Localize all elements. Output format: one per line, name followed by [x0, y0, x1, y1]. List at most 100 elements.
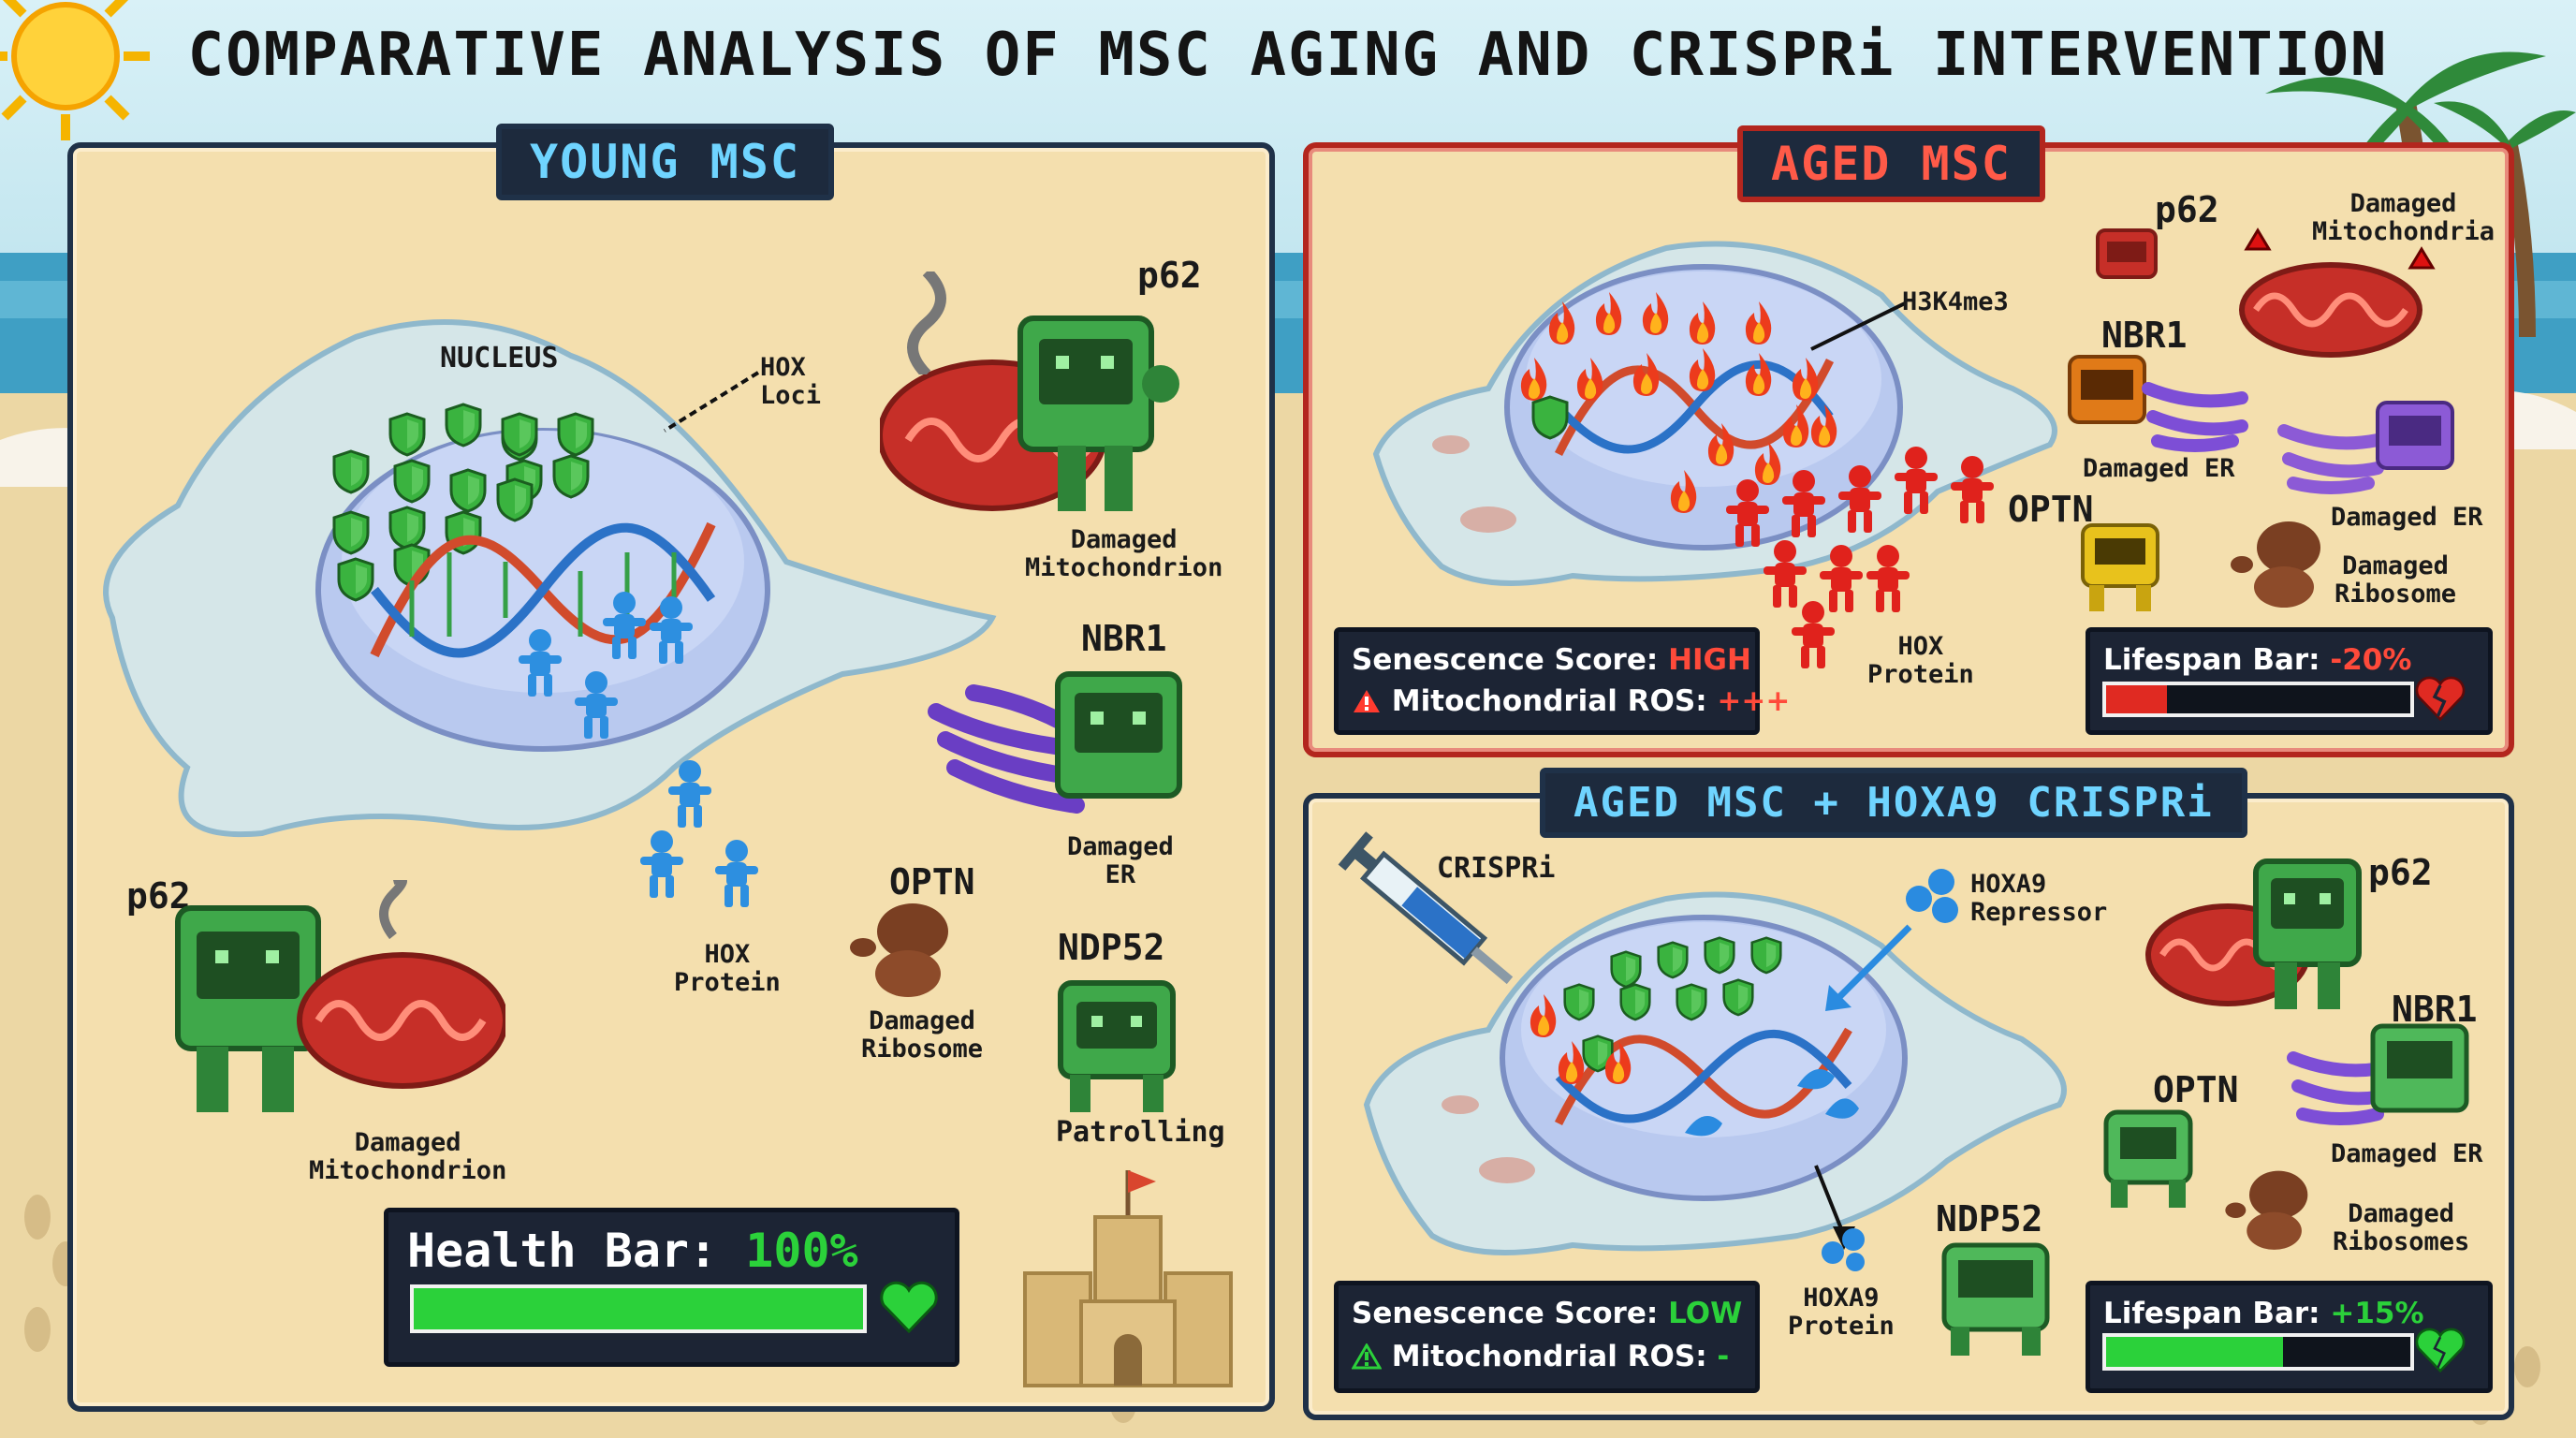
- flame-icon: [1689, 301, 1716, 345]
- optn-label-crispri: OPTN: [2153, 1069, 2239, 1110]
- flame-icon: [1782, 404, 1809, 448]
- senescence-value-aged: HIGH: [1668, 643, 1751, 677]
- flame-icon: [1530, 994, 1557, 1037]
- shield-icon-aged: [1531, 395, 1569, 440]
- flame-icon: [1604, 1041, 1632, 1084]
- ros-label-aged: Mitochondrial ROS:: [1391, 684, 1718, 718]
- hox-protein-figure: [650, 596, 693, 664]
- shield-icon: [332, 510, 370, 555]
- p62-label-top: p62: [1137, 255, 1202, 296]
- dna-icon: [370, 521, 716, 658]
- hox-protein-figure: [640, 830, 683, 898]
- flame-icon: [1745, 353, 1772, 396]
- damaged-ribosome-icon-crispri: [2225, 1170, 2308, 1250]
- hox-protein-figure: [1895, 447, 1938, 514]
- hox-protein-figure: [1866, 545, 1910, 612]
- crispri-cell: [1363, 891, 2067, 1255]
- shield-icon: [445, 403, 482, 448]
- warning-icon-green: [1351, 1343, 1383, 1370]
- smoke-icon: [907, 271, 946, 374]
- hox-protein-figure: [1782, 470, 1825, 537]
- broken-heart-icon: [2415, 676, 2466, 721]
- health-bar-fill: [414, 1288, 863, 1329]
- flame-icon: [1558, 1041, 1585, 1084]
- ros-value-crispri: -: [1717, 1340, 1730, 1373]
- aged-senescence-panel: Senescence Score: HIGH Mitochondrial ROS…: [1334, 627, 1790, 735]
- syringe-icon: [1338, 831, 1514, 985]
- crispri-label: CRISPRi: [1437, 852, 1556, 885]
- patrolling-label: Patrolling: [1056, 1116, 1225, 1149]
- p62-robot-top: [880, 315, 1179, 511]
- repressor-arrow: [1825, 924, 1912, 1011]
- flame-icon: [1642, 292, 1669, 335]
- mending-heart-icon: [2415, 1328, 2466, 1372]
- p62-small-robot-aged: [2096, 228, 2158, 279]
- hox-protein-figure: [1792, 601, 1835, 668]
- young-msc-tag: YOUNG MSC: [496, 124, 834, 200]
- shield-icon: [1704, 936, 1735, 975]
- damaged-er-label-crispri: Damaged ER: [2331, 1139, 2483, 1168]
- nbr1-label-aged: NBR1: [2101, 315, 2188, 356]
- hox-protein-figure: [1951, 456, 1994, 523]
- flame-icon: [1689, 348, 1716, 391]
- shield-icon: [337, 557, 374, 602]
- lifespan-value-aged: -20%: [2330, 643, 2412, 677]
- shield-icon: [552, 454, 590, 499]
- hox-protein-figure: [668, 760, 711, 828]
- senescence-value-crispri: LOW: [1668, 1297, 1743, 1330]
- hox-protein-figure: [603, 592, 646, 659]
- senescence-label-crispri: Senescence Score:: [1352, 1297, 1669, 1330]
- flame-icon: [1548, 301, 1575, 345]
- crispri-lifespan-fill: [2106, 1337, 2283, 1367]
- shield-icon: [557, 412, 594, 457]
- aged-msc-tag: AGED MSC: [1737, 125, 2045, 202]
- p62-robot-bottom: [175, 880, 505, 1112]
- flame-icon: [1810, 404, 1837, 448]
- senescence-label-aged: Senescence Score:: [1352, 643, 1669, 677]
- hox-protein-figure: [1726, 479, 1769, 547]
- p62-label-aged: p62: [2155, 189, 2219, 230]
- lifespan-label-aged: Lifespan Bar:: [2103, 643, 2331, 677]
- flame-icon: [1670, 470, 1697, 513]
- nbr1-label-crispri: NBR1: [2392, 989, 2478, 1030]
- flame-icon: [1632, 353, 1660, 396]
- optn-robot-aged: [2081, 523, 2159, 611]
- damaged-er-icon-aged: [2277, 401, 2454, 494]
- flame-icon: [1707, 423, 1734, 466]
- hox-protein-figure: [519, 629, 562, 697]
- nbr1-robot-aged: [2068, 355, 2248, 452]
- heart-icon: [880, 1281, 938, 1333]
- health-bar-value: 100%: [745, 1224, 858, 1278]
- ros-label-crispri: Mitochondrial ROS:: [1391, 1340, 1718, 1373]
- h3k4me3-pointer: [1810, 301, 1906, 351]
- warning-icon: [1354, 690, 1380, 712]
- health-bar-label: Health Bar:: [407, 1224, 746, 1278]
- health-bar-track: [410, 1284, 867, 1333]
- shield-icon: [1619, 983, 1651, 1021]
- damaged-er-label-aged-1: Damaged ER: [2083, 454, 2235, 483]
- ndp52-robot: [1058, 980, 1176, 1112]
- optn-label-young: OPTN: [889, 861, 975, 902]
- lifespan-label-crispri: Lifespan Bar:: [2103, 1297, 2331, 1330]
- crispri-senescence-panel: Senescence Score: LOW Mitochondrial ROS:…: [1334, 1281, 1760, 1393]
- ndp52-label-young: NDP52: [1058, 927, 1165, 968]
- damaged-er-label-aged-2: Damaged ER: [2331, 503, 2483, 532]
- shield-icon: [1563, 983, 1595, 1021]
- hox-loci-pointer: [663, 371, 760, 433]
- sandcastle-icon: [1023, 1170, 1233, 1387]
- flame-icon: [1576, 358, 1603, 401]
- hox-protein-figure: [1820, 545, 1863, 612]
- damaged-ribosome-icon-aged: [2231, 521, 2320, 608]
- aged-lifespan-track: [2102, 682, 2414, 717]
- hox-protein-figure: [715, 840, 758, 907]
